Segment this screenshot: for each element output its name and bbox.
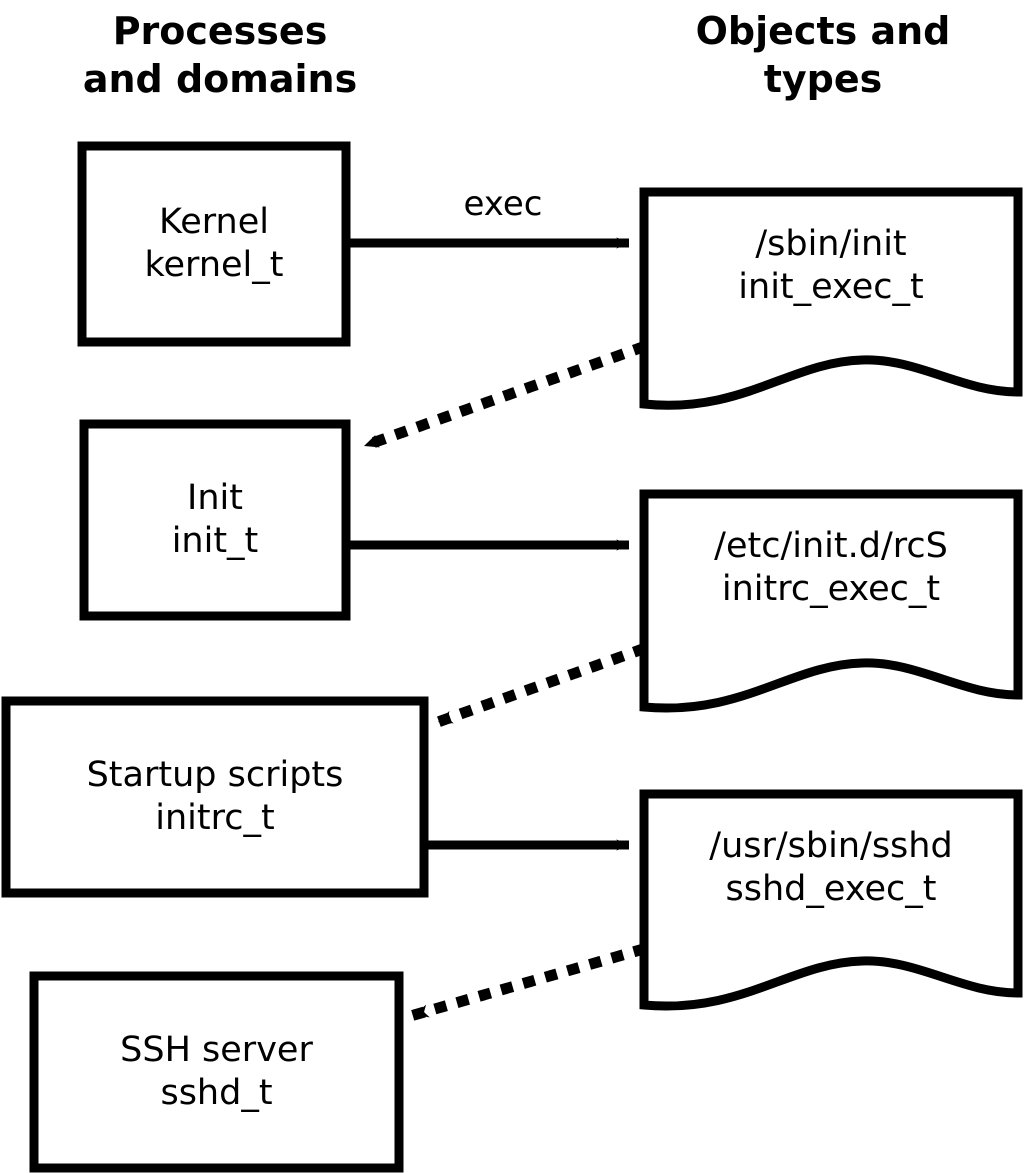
object-doc-sshd-exec[interactable] [639,789,1023,1011]
edge-initrc-exec-to-initrc [430,642,648,730]
column-heading-objects: Objects and types [695,9,951,101]
edge-sshd-exec-to-sshd [407,943,647,1022]
object-doc-initrc-exec[interactable] [639,489,1023,713]
column-heading-processes: Processes and domains [82,9,358,101]
process-box-init[interactable] [79,419,351,621]
edge-label-exec: exec [463,184,543,224]
edge-init-exec-to-init [356,340,648,454]
process-box-sshd[interactable] [29,971,404,1173]
process-box-kernel[interactable] [77,141,351,347]
object-doc-init-exec[interactable] [639,187,1023,410]
process-box-initrc[interactable] [1,696,429,898]
